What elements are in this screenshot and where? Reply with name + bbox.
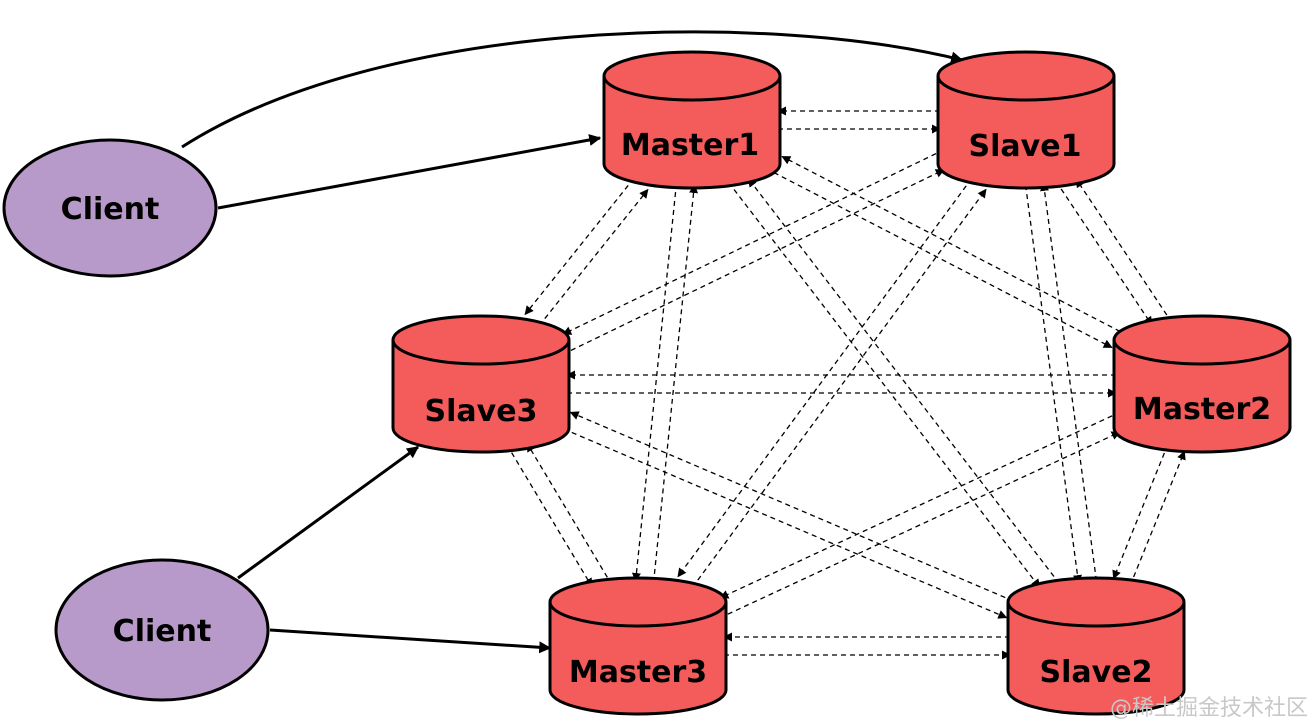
- client-top-label: Client: [61, 192, 160, 227]
- slave1-label: Slave1: [969, 129, 1082, 164]
- slave1-to-master3-link: [677, 178, 973, 578]
- slave2-to-master1-link: [747, 177, 1055, 577]
- master2-node: [1112, 314, 1292, 454]
- slave2-node: [1006, 576, 1186, 716]
- master1-cylinder-top: [602, 50, 782, 102]
- master1-label: Master1: [621, 128, 759, 163]
- master1-to-slave2-link: [733, 189, 1041, 589]
- slave3-to-master1-link: [538, 188, 649, 327]
- slave3-node: [391, 314, 571, 454]
- slave1-to-slave2-link: [1024, 185, 1082, 585]
- database-labels: Master1 Slave1 Slave3 Master2 Master3 Sl…: [425, 128, 1272, 690]
- client-bottom-to-slave3-edge: [237, 445, 419, 580]
- client-bottom-ellipse: [54, 558, 270, 702]
- slave3-cylinder-top: [391, 314, 571, 366]
- client-top-node: Client: [2, 138, 218, 278]
- master3-cylinder-top: [548, 576, 728, 628]
- slave1-to-master2-link: [1060, 188, 1153, 326]
- cluster-links: [511, 106, 1186, 660]
- master3-to-slave3-link: [526, 442, 608, 578]
- slave3-to-master3-link: [511, 452, 593, 588]
- database-nodes: [391, 50, 1292, 716]
- slave2-cylinder-body: [1006, 602, 1186, 716]
- master1-to-slave3-link: [524, 177, 635, 316]
- master2-to-master3-link: [719, 415, 1113, 599]
- client-top-ellipse: [2, 138, 218, 278]
- watermark-text: @稀土掘金技术社区: [1109, 696, 1308, 721]
- master2-to-slave1-link: [1075, 178, 1168, 316]
- master2-label: Master2: [1133, 392, 1271, 427]
- client-top-to-master1-edge: [217, 134, 602, 210]
- master2-cylinder-top: [1112, 314, 1292, 366]
- client-links: [181, 30, 964, 654]
- slave3-cylinder-body: [391, 340, 571, 454]
- slave2-cylinder-top: [1006, 576, 1186, 628]
- master3-cylinder-body: [548, 602, 728, 716]
- client-bottom-label: Client: [113, 614, 212, 649]
- client-top-to-slave1-edge: [181, 30, 964, 149]
- master2-to-master1-link: [781, 155, 1121, 333]
- slave1-to-slave3-link: [562, 152, 937, 335]
- slave2-to-slave1-link: [1040, 181, 1098, 581]
- master1-node: [602, 50, 782, 190]
- slave2-label: Slave2: [1040, 655, 1153, 690]
- slave1-cylinder-top: [936, 50, 1116, 102]
- master3-label: Master3: [569, 655, 707, 690]
- master3-node: [548, 576, 728, 716]
- master1-to-master2-link: [773, 171, 1113, 349]
- master3-to-slave1-link: [691, 188, 987, 588]
- slave3-to-slave1-link: [570, 169, 945, 352]
- slave2-to-master2-link: [1129, 450, 1186, 586]
- master3-to-master1-link: [652, 184, 699, 583]
- master1-cylinder-body: [602, 76, 782, 190]
- slave1-node: [936, 50, 1116, 190]
- slave1-cylinder-body: [936, 76, 1116, 190]
- client-bottom-to-master3-edge: [269, 628, 552, 654]
- master3-to-master2-link: [727, 431, 1121, 615]
- client-bottom-node: Client: [54, 558, 270, 702]
- master2-to-slave2-link: [1112, 444, 1169, 580]
- master1-to-master3-link: [631, 183, 678, 582]
- master2-cylinder-body: [1112, 340, 1292, 454]
- slave3-label: Slave3: [425, 394, 538, 429]
